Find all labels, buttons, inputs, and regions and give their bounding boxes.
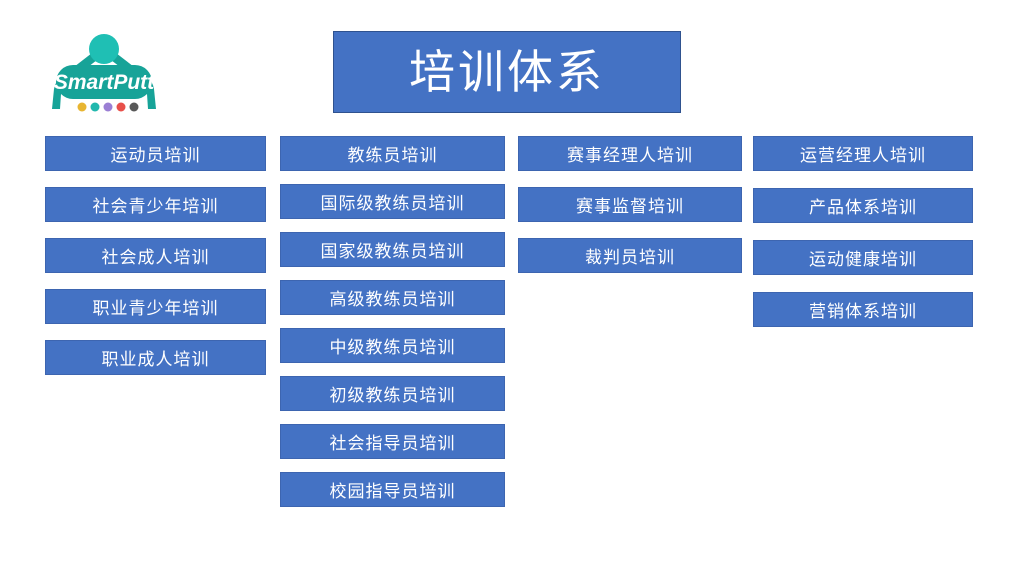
smartputt-logo: SmartPutt: [34, 27, 174, 117]
node-item[interactable]: 营销体系培训: [753, 292, 973, 327]
logo-dots: [77, 102, 139, 112]
node-item[interactable]: 职业成人培训: [45, 340, 266, 375]
column-operations-manager-training: 运营经理人培训 产品体系培训 运动健康培训 营销体系培训: [753, 136, 973, 327]
node-item[interactable]: 中级教练员培训: [280, 328, 505, 363]
node-item[interactable]: 运动健康培训: [753, 240, 973, 275]
page-title-text: 培训体系: [409, 46, 605, 98]
logo-wordmark: SmartPutt: [54, 71, 155, 94]
node-item[interactable]: 社会青少年培训: [45, 187, 266, 222]
golf-ball-icon: [89, 34, 119, 64]
node-item[interactable]: 初级教练员培训: [280, 376, 505, 411]
column-coach-training: 教练员培训 国际级教练员培训 国家级教练员培训 高级教练员培训 中级教练员培训 …: [280, 136, 505, 507]
node-item[interactable]: 高级教练员培训: [280, 280, 505, 315]
node-item[interactable]: 职业青少年培训: [45, 289, 266, 324]
category-header-athlete[interactable]: 运动员培训: [45, 136, 266, 171]
node-item[interactable]: 社会成人培训: [45, 238, 266, 273]
category-header-operations-manager[interactable]: 运营经理人培训: [753, 136, 973, 171]
column-athlete-training: 运动员培训 社会青少年培训 社会成人培训 职业青少年培训 职业成人培训: [45, 136, 266, 375]
category-header-event-manager[interactable]: 赛事经理人培训: [518, 136, 742, 171]
node-item[interactable]: 校园指导员培训: [280, 472, 505, 507]
node-item[interactable]: 国际级教练员培训: [280, 184, 505, 219]
node-item[interactable]: 产品体系培训: [753, 188, 973, 223]
node-item[interactable]: 裁判员培训: [518, 238, 742, 273]
logo-badge: [56, 65, 152, 99]
node-item[interactable]: 赛事监督培训: [518, 187, 742, 222]
column-event-manager-training: 赛事经理人培训 赛事监督培训 裁判员培训: [518, 136, 742, 273]
category-header-coach[interactable]: 教练员培训: [280, 136, 505, 171]
node-item[interactable]: 国家级教练员培训: [280, 232, 505, 267]
page-title: 培训体系: [333, 31, 681, 113]
node-item[interactable]: 社会指导员培训: [280, 424, 505, 459]
